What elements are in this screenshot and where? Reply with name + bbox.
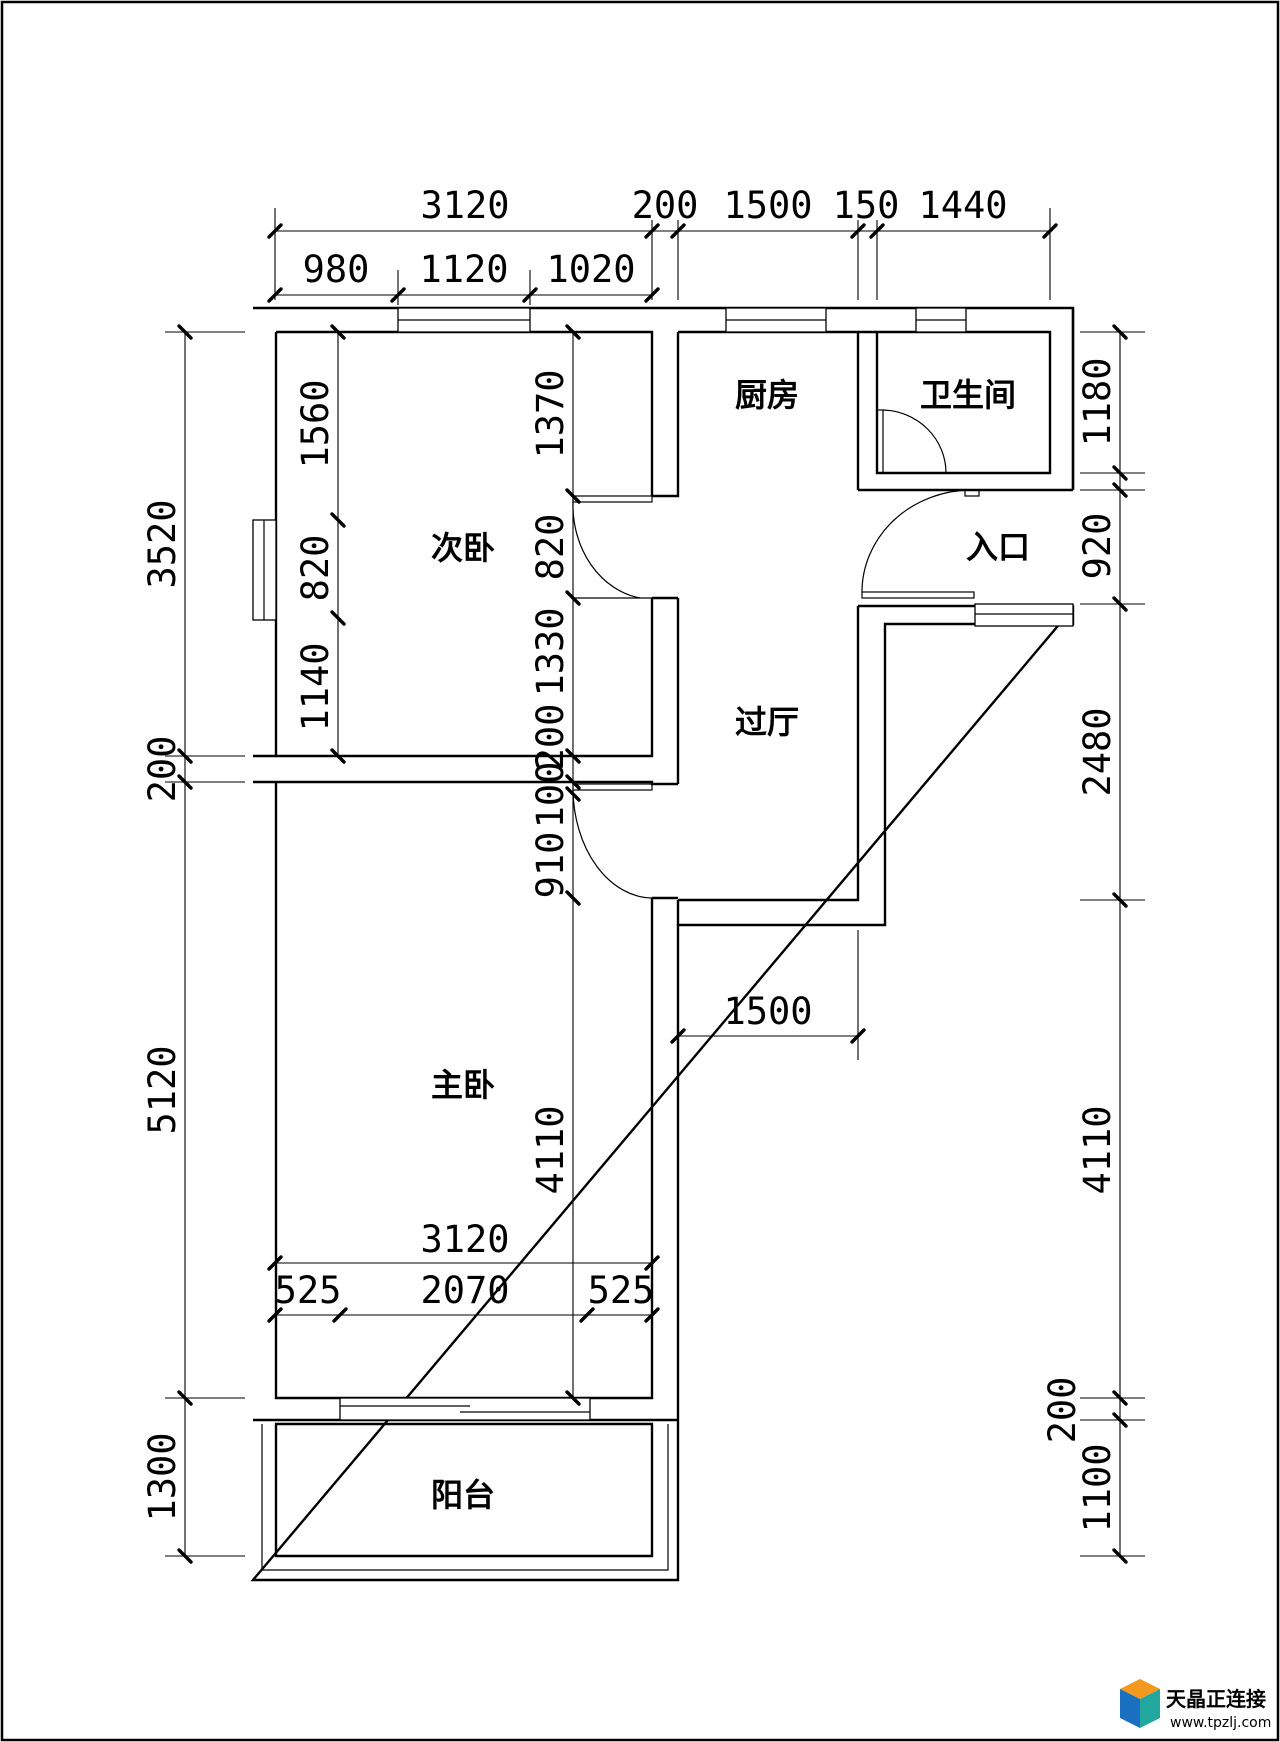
room-hall: 过厅 <box>735 703 799 741</box>
brand-logo: 天晶正连接 www.tpzlj.com <box>1120 1679 1271 1731</box>
dim-interior-820: 820 <box>529 514 572 581</box>
dim-right-920: 920 <box>1076 513 1119 580</box>
dim-top-1020: 1020 <box>546 248 635 291</box>
logo-url: www.tpzlj.com <box>1170 1715 1271 1731</box>
dim-right-4110: 4110 <box>1076 1105 1119 1194</box>
room-kitchen: 厨房 <box>735 376 799 414</box>
dim-right-1100: 1100 <box>1076 1443 1119 1532</box>
dim-top-1500: 1500 <box>723 184 812 227</box>
dim-interior-1370: 1370 <box>529 369 572 458</box>
dim-interior-200: 200 <box>529 704 572 771</box>
windows <box>252 307 1074 1421</box>
dimension-lines <box>165 208 1145 1564</box>
dim-right-200: 200 <box>1041 1377 1084 1444</box>
dim-top-980: 980 <box>303 248 370 291</box>
dim-top-3120: 3120 <box>420 184 509 227</box>
dim-left-200: 200 <box>141 736 184 803</box>
dim-interior-4110: 4110 <box>529 1105 572 1194</box>
dim-interior-1330: 1330 <box>529 607 572 696</box>
dim-left-5120: 5120 <box>141 1045 184 1134</box>
room-master-bedroom: 主卧 <box>431 1066 495 1104</box>
dim-master-525-left: 525 <box>275 1269 342 1312</box>
dim-right-1180: 1180 <box>1076 357 1119 446</box>
dim-interior-100: 100 <box>529 762 572 829</box>
dimension-labels: 3120 200 1500 150 1440 980 1120 1020 352… <box>141 184 1119 1533</box>
room-bathroom: 卫生间 <box>920 376 1016 414</box>
dim-bedroom-1140: 1140 <box>294 642 337 731</box>
dim-left-3520: 3520 <box>141 499 184 588</box>
dim-bedroom-820: 820 <box>294 535 337 602</box>
dim-top-1120: 1120 <box>419 248 508 291</box>
logo-icon <box>1120 1679 1160 1728</box>
dim-hall-1500: 1500 <box>723 990 812 1033</box>
logo-name: 天晶正连接 <box>1166 1687 1266 1711</box>
dim-top-150: 150 <box>833 184 900 227</box>
room-entrance: 入口 <box>966 528 1030 566</box>
dim-right-2480: 2480 <box>1076 707 1119 796</box>
dim-master-2070: 2070 <box>420 1269 509 1312</box>
dim-master-3120: 3120 <box>420 1218 509 1261</box>
dim-top-1440: 1440 <box>918 184 1007 227</box>
dim-left-1300: 1300 <box>141 1432 184 1521</box>
dim-interior-910: 910 <box>529 832 572 899</box>
room-balcony: 阳台 <box>431 1476 495 1514</box>
room-labels: 次卧 厨房 卫生间 入口 过厅 主卧 阳台 <box>431 376 1030 1514</box>
walls <box>250 306 1075 1582</box>
dim-master-525-right: 525 <box>588 1269 655 1312</box>
room-second-bedroom: 次卧 <box>431 529 495 567</box>
doors <box>572 409 980 899</box>
dim-top-200: 200 <box>632 184 699 227</box>
dim-bedroom-1560: 1560 <box>294 379 337 468</box>
